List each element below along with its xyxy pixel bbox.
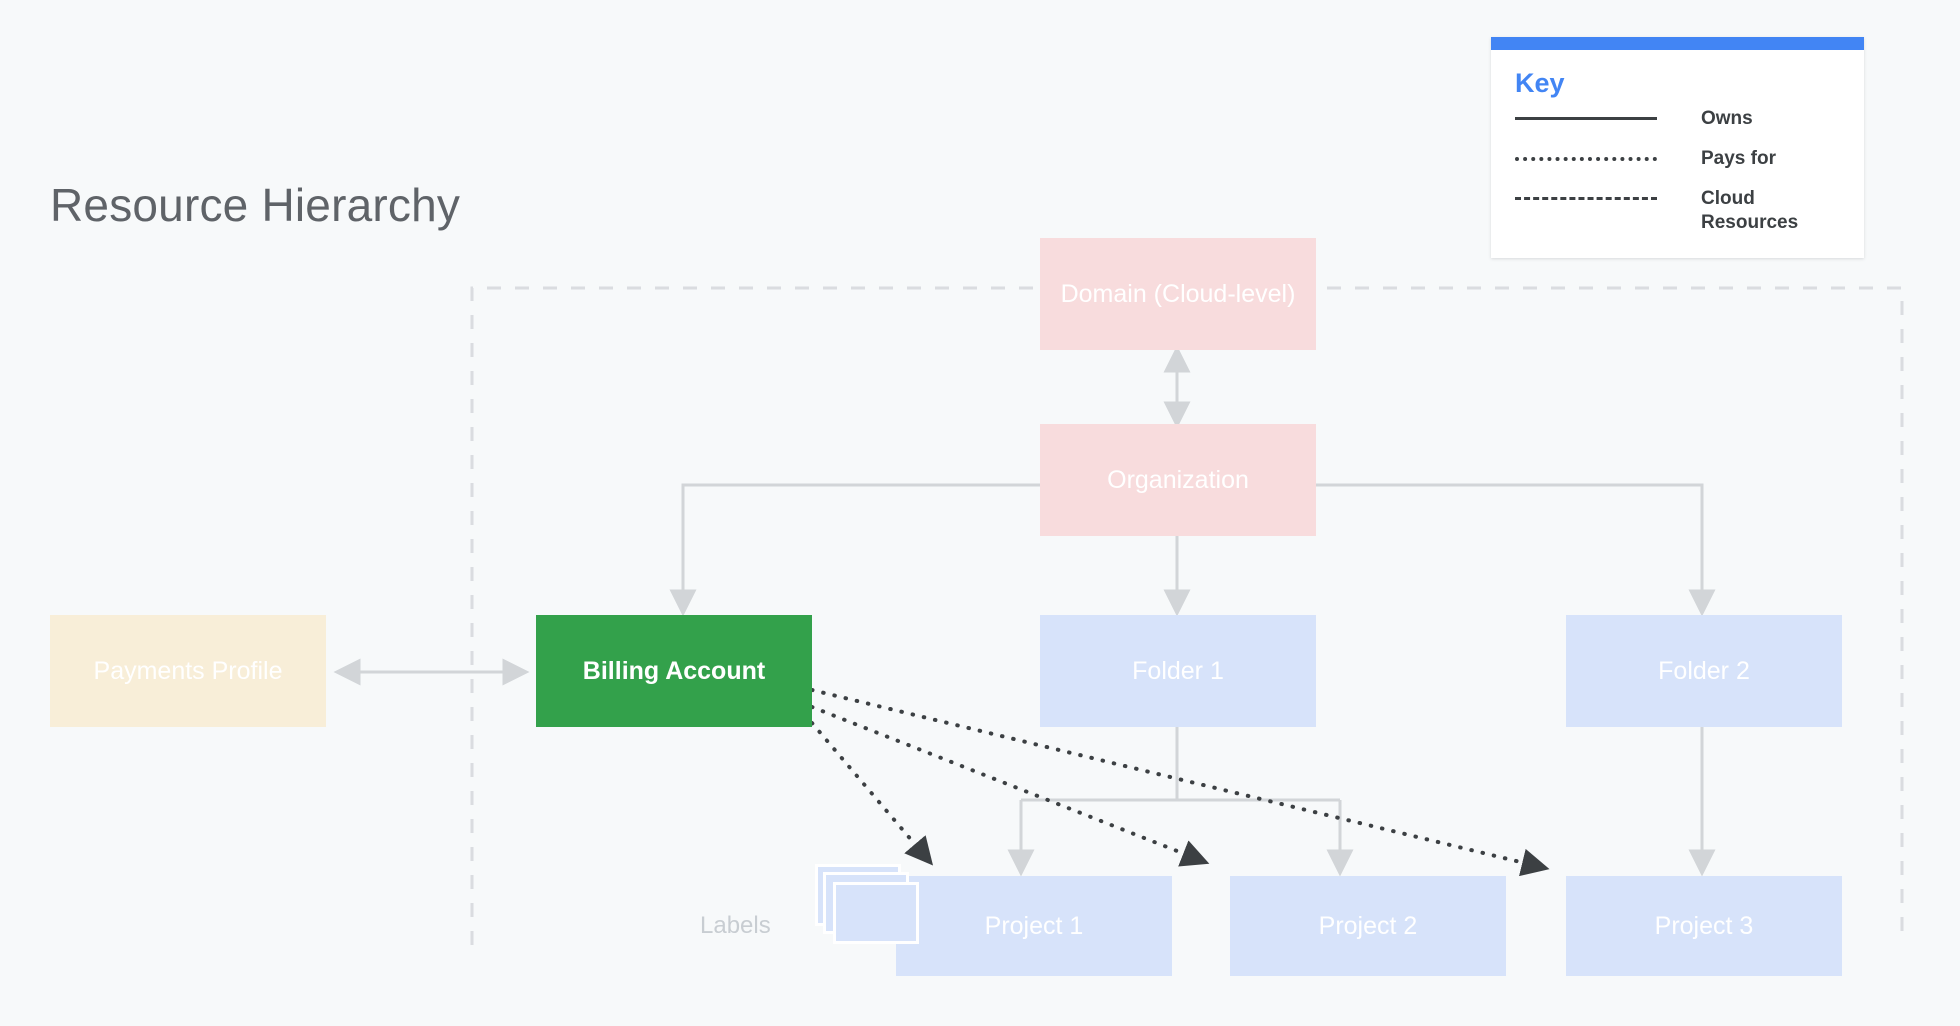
- edge-billing-account-project2: [810, 705, 1210, 867]
- solid-line-icon: [1515, 107, 1657, 129]
- key-title: Key: [1515, 68, 1565, 98]
- node-payments-profile-label: Payments Profile: [93, 657, 283, 685]
- node-folder2-label: Folder 2: [1658, 657, 1750, 685]
- key-label-owns: Owns: [1701, 108, 1753, 129]
- dashed-line-icon: [1515, 187, 1657, 209]
- node-project1-label: Project 1: [984, 912, 1084, 940]
- node-billing-account-label: Billing Account: [582, 657, 766, 685]
- node-project2-label: Project 2: [1318, 912, 1418, 940]
- labels-stack-icon[interactable]: [815, 864, 925, 949]
- key-accent-bar: [1491, 37, 1864, 50]
- dotted-line-icon: [1515, 147, 1657, 169]
- edge-organization-billing-account: [669, 483, 1040, 617]
- labels-caption: Labels: [700, 912, 771, 939]
- label-card-front: [833, 882, 919, 944]
- key-row-pays-for: Pays for: [1515, 147, 1840, 173]
- key-legend-card: Key Owns Pays for Cloud Resources: [1491, 37, 1864, 258]
- node-project2[interactable]: Project 2: [1230, 876, 1506, 976]
- node-project3-label: Project 3: [1654, 912, 1754, 940]
- node-project3[interactable]: Project 3: [1566, 876, 1842, 976]
- edge-organization-folder2: [1316, 483, 1716, 617]
- edge-billing-account-project1: [810, 721, 934, 866]
- key-label-pays-for: Pays for: [1701, 148, 1776, 169]
- node-folder1[interactable]: Folder 1: [1040, 615, 1316, 727]
- node-domain-label: Domain (Cloud-level): [1060, 280, 1296, 308]
- node-project1[interactable]: Project 1: [896, 876, 1172, 976]
- key-row-owns: Owns: [1515, 107, 1840, 133]
- page-title: Resource Hierarchy: [50, 179, 461, 231]
- node-folder1-label: Folder 1: [1132, 657, 1224, 685]
- key-label-cloud-resources: Cloud Resources: [1701, 188, 1799, 234]
- node-folder2[interactable]: Folder 2: [1566, 615, 1842, 727]
- node-billing-account[interactable]: Billing Account: [536, 615, 812, 727]
- edge-folder1-projects: [1007, 722, 1354, 877]
- node-payments-profile[interactable]: Payments Profile: [50, 615, 326, 727]
- node-domain[interactable]: Domain (Cloud-level): [1040, 238, 1316, 350]
- key-row-cloud-resources: Cloud Resources: [1515, 187, 1840, 236]
- node-organization[interactable]: Organization: [1040, 424, 1316, 536]
- node-organization-label: Organization: [1107, 466, 1249, 494]
- edge-billing-account-project3: [810, 688, 1550, 877]
